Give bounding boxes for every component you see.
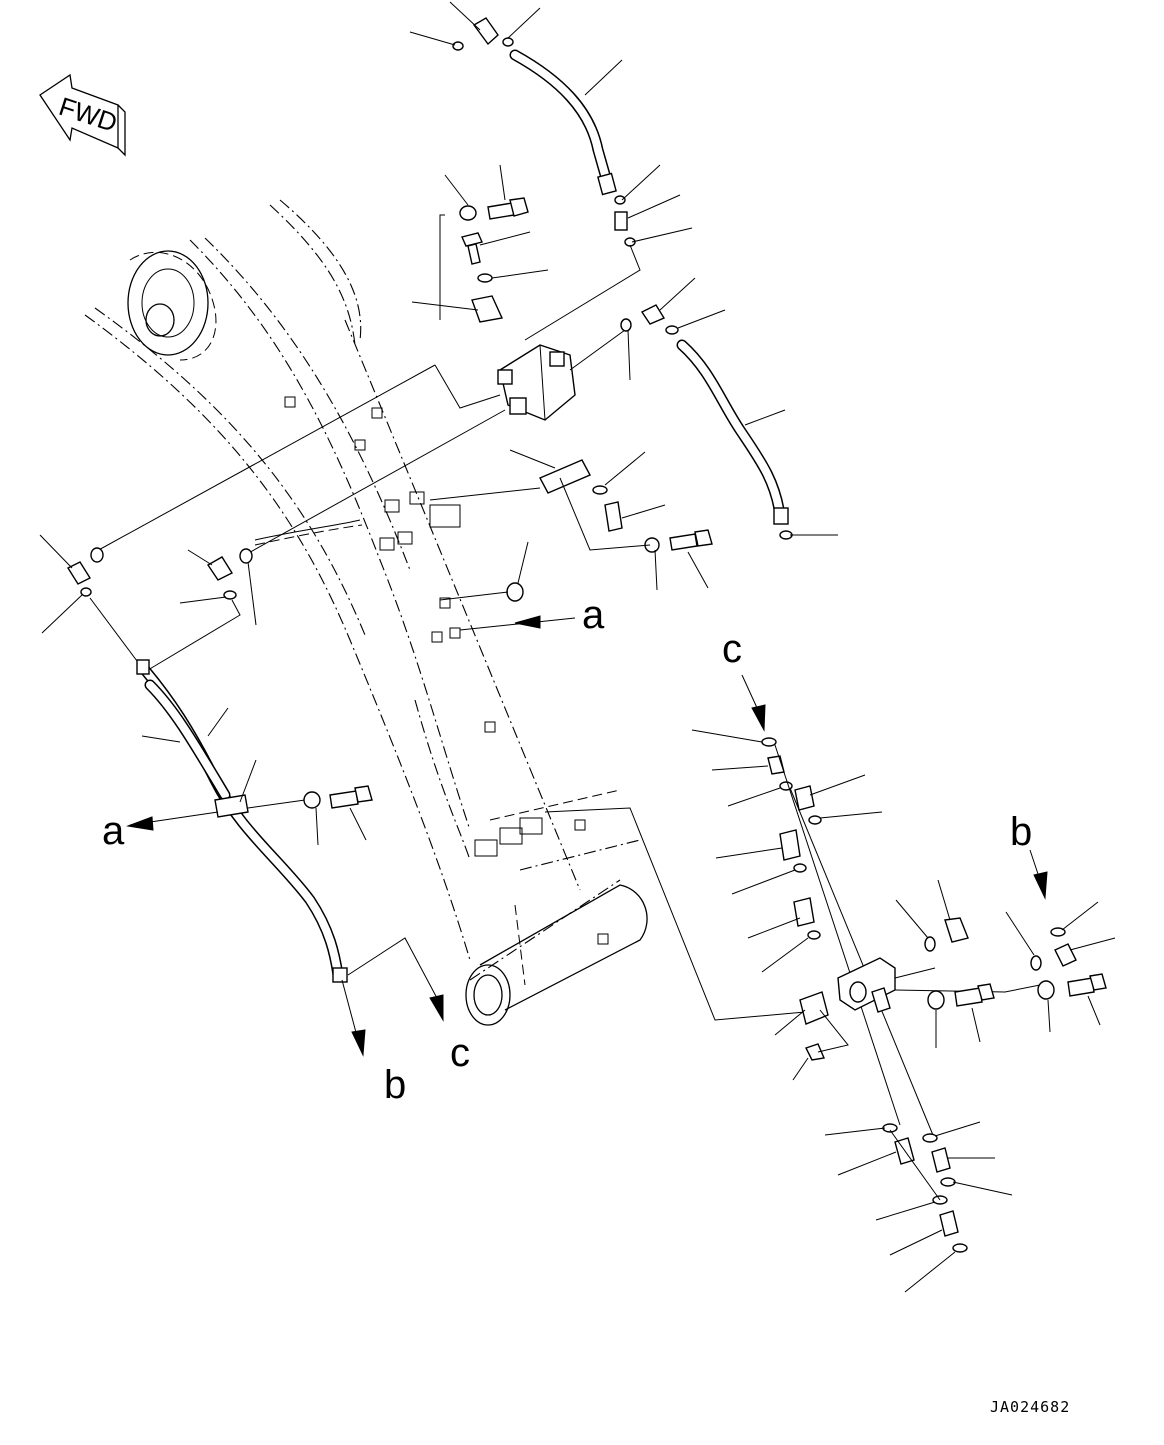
distribution-block: b	[774, 810, 1116, 1081]
callout-b-right-label: b	[1010, 810, 1032, 854]
right-upper-hose	[640, 277, 838, 540]
control-valve	[94, 318, 632, 556]
left-hose-assembly: a b c	[39, 534, 470, 1107]
callout-a-right-label: a	[582, 593, 605, 637]
callout-a-boom: a	[459, 593, 605, 637]
callout-b-left-label: b	[384, 1063, 406, 1107]
callout-c-right-label: c	[722, 627, 742, 671]
fwd-label: FWD	[55, 91, 121, 138]
upper-fittings	[411, 164, 693, 341]
fwd-direction-arrow: FWD	[39, 73, 126, 157]
valve-bracket	[429, 449, 713, 602]
callout-c-left-label: c	[450, 1031, 470, 1075]
drawing-code: JA024682	[990, 1398, 1070, 1416]
lower-right-fittings: c	[691, 627, 936, 1141]
upper-hose	[409, 1, 623, 196]
boom-outline	[84, 199, 648, 1026]
lower-fittings	[824, 1121, 1013, 1293]
boom-to-block-line	[254, 519, 806, 1021]
callout-a-left-label: a	[102, 809, 125, 853]
